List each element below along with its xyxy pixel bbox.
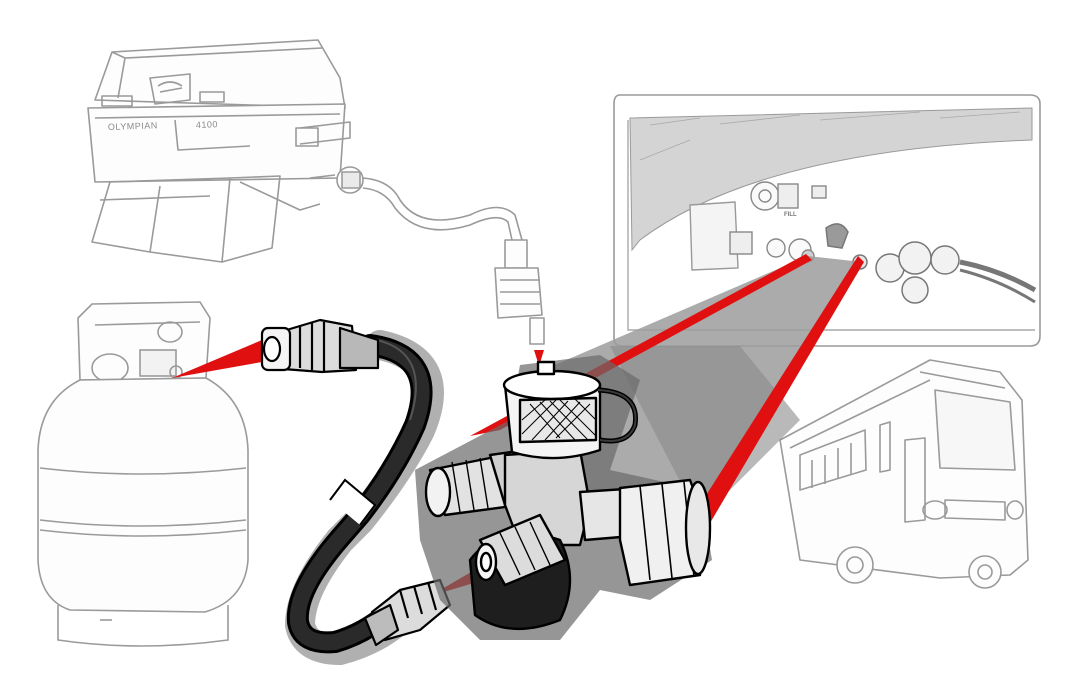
fill-label: FILL: [784, 212, 797, 218]
knurl-pattern: [521, 398, 597, 441]
extension-hose-icon: [284, 330, 444, 666]
propane-tank-icon: [37, 301, 249, 647]
length-break-mark: [329, 478, 377, 526]
leader-tank-to-hose: [172, 340, 262, 378]
portable-grill-icon: [87, 39, 545, 345]
grill-brand-label: OLYMPIAN: [108, 120, 158, 132]
hose-male-fitting: [260, 318, 380, 374]
tee-fitting-icon: [415, 355, 712, 640]
leader-grill-to-tee: [534, 350, 544, 366]
motorhome-icon: [779, 359, 1029, 589]
grill-model-label: 4100: [196, 119, 218, 130]
leader-panel-right: [684, 256, 864, 540]
rv-panel-inset: FILL: [613, 94, 1041, 347]
